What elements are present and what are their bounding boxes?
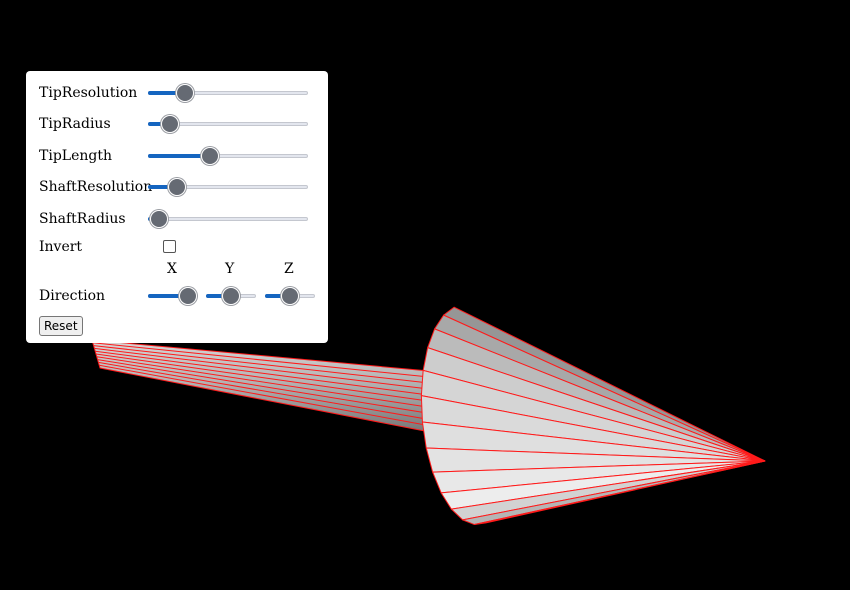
shaft-resolution-row: ShaftResolution bbox=[39, 177, 324, 197]
direction-z-label: Z bbox=[284, 261, 294, 277]
slider-thumb[interactable] bbox=[167, 178, 186, 196]
tip-radius-slider[interactable] bbox=[148, 114, 308, 134]
shaft-resolution-label: ShaftResolution bbox=[39, 179, 153, 195]
tip-resolution-row: TipResolution bbox=[39, 83, 324, 103]
slider-thumb[interactable] bbox=[281, 287, 299, 305]
slider-thumb[interactable] bbox=[161, 115, 180, 133]
arrow-tip bbox=[420, 306, 766, 526]
control-panel: TipResolution TipRadius TipLength ShaftR… bbox=[26, 71, 328, 343]
shaft-edge bbox=[96, 356, 435, 409]
shaft-edge bbox=[95, 353, 436, 403]
slider-thumb[interactable] bbox=[175, 84, 194, 102]
tip-length-label: TipLength bbox=[39, 148, 112, 164]
shaft-radius-slider[interactable] bbox=[148, 209, 308, 229]
tip-resolution-label: TipResolution bbox=[39, 85, 138, 101]
tip-facet bbox=[473, 460, 766, 526]
arrow-shaft bbox=[91, 339, 441, 433]
shaft-resolution-slider[interactable] bbox=[148, 177, 308, 197]
shaft-edge bbox=[94, 347, 438, 391]
invert-row: Invert bbox=[39, 237, 324, 257]
direction-y-slider[interactable] bbox=[206, 286, 256, 306]
reset-button[interactable]: Reset bbox=[39, 316, 83, 336]
shaft-edge bbox=[99, 364, 432, 427]
shaft-radius-row: ShaftRadius bbox=[39, 209, 324, 229]
shaft-radius-label: ShaftRadius bbox=[39, 211, 126, 227]
shaft-edge bbox=[98, 361, 433, 421]
slider-thumb[interactable] bbox=[179, 287, 197, 305]
direction-z-slider[interactable] bbox=[265, 286, 315, 306]
shaft-edge bbox=[93, 345, 439, 385]
tip-radius-row: TipRadius bbox=[39, 114, 324, 134]
tip-length-slider[interactable] bbox=[148, 146, 308, 166]
shaft-edge bbox=[92, 342, 440, 379]
direction-y-label: Y bbox=[225, 261, 235, 277]
direction-x-slider[interactable] bbox=[148, 286, 198, 306]
slider-thumb[interactable] bbox=[150, 210, 169, 228]
direction-row: Direction bbox=[39, 286, 324, 306]
slider-thumb[interactable] bbox=[201, 147, 220, 165]
invert-label: Invert bbox=[39, 239, 83, 255]
tip-resolution-slider[interactable] bbox=[148, 83, 308, 103]
slider-thumb[interactable] bbox=[222, 287, 240, 305]
tip-radius-label: TipRadius bbox=[39, 116, 111, 132]
shaft-edge bbox=[97, 359, 434, 415]
direction-label: Direction bbox=[39, 288, 106, 304]
shaft-edge bbox=[95, 350, 437, 397]
invert-checkbox[interactable] bbox=[163, 240, 176, 253]
tip-length-row: TipLength bbox=[39, 146, 324, 166]
direction-x-label: X bbox=[167, 261, 177, 277]
